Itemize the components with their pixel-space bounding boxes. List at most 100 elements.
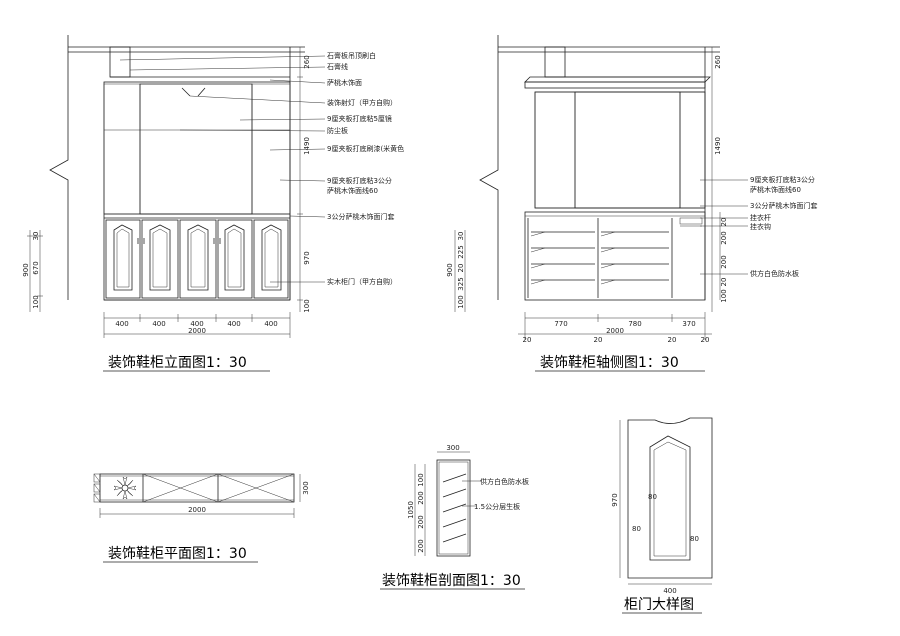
dim-label: 400	[152, 320, 165, 328]
side-dim-right: 260 1490 20 200 200 20 100	[711, 47, 728, 312]
note-door-frame: 3公分萨桃木饰面门套	[327, 212, 394, 221]
dim-label: 200	[417, 539, 425, 552]
dim-label: 780	[628, 320, 641, 328]
side-dim-bottom: 770 780 370 2000 20 20 20 20	[518, 312, 712, 344]
dim-label: 100	[303, 299, 311, 312]
front-dim-left: 30 670 900 100	[22, 230, 43, 312]
dim-label: 20	[523, 336, 532, 344]
note-dust-board: 防尘板	[327, 126, 348, 135]
dim-label: 900	[446, 263, 454, 276]
door-inner-dim: 80	[690, 535, 699, 543]
note-trim-line: 萨桃木饰面线60	[750, 185, 801, 194]
side-dim-left: 30 225 20 325 900 100	[446, 230, 466, 312]
plan-width-dim: 2000	[188, 506, 206, 514]
section-dim-left: 1050 100 200 200 200	[407, 464, 426, 556]
plan-view-title: 装饰鞋柜平面图1：30	[108, 546, 247, 562]
front-elevation: 260 1490 970 100 30 670 900 100 400	[22, 35, 404, 372]
door-detail-title: 柜门大样图	[624, 597, 694, 613]
front-lamp-left	[181, 87, 191, 97]
dim-label: 20	[457, 264, 465, 273]
dim-label: 260	[303, 55, 311, 68]
plan-outline	[99, 473, 295, 503]
note-plaster-line: 石膏线	[327, 62, 348, 71]
dim-label: 100	[32, 295, 40, 308]
dim-label: 20	[720, 218, 728, 227]
door-height-dim: 970	[611, 493, 619, 506]
note-door-frame: 3公分萨桃木饰面门套	[750, 201, 817, 210]
dim-label: 100	[457, 295, 465, 308]
door-leaf	[141, 219, 179, 299]
dim-label: 400	[115, 320, 128, 328]
door-leaf	[179, 219, 217, 299]
note-waterproof: 供方白色防水板	[750, 269, 799, 278]
note-spotlight: 装饰射灯（甲方自购）	[327, 98, 397, 107]
dim-label: 900	[22, 263, 30, 276]
dim-label: 30	[457, 232, 465, 241]
dim-label: 20	[720, 278, 728, 287]
dim-label: 100	[417, 473, 425, 486]
front-lamp-right	[197, 87, 206, 97]
front-wall-break-left	[49, 35, 69, 300]
front-wood-panel-right	[251, 83, 291, 215]
door-width-dim: 400	[663, 587, 676, 595]
front-leaders	[119, 55, 326, 283]
side-notes: 9厘夹板打底粘3公分 萨桃木饰面线60 3公分萨桃木饰面门套 挂衣杆 挂衣钩 供…	[750, 175, 817, 278]
dim-label: 670	[32, 261, 40, 274]
front-elevation-title: 装饰鞋柜立面图1：30	[108, 355, 247, 371]
front-mirror	[139, 83, 253, 215]
note-particle-board: 1.5公分层生板	[474, 502, 520, 511]
front-wood-panel-left	[103, 83, 141, 215]
front-ceiling	[68, 46, 305, 300]
dim-label: 970	[303, 251, 311, 264]
note-trim-line: 萨桃木饰面线60	[327, 186, 378, 195]
door-leaf	[105, 219, 141, 299]
side-lower-cabinet	[524, 211, 706, 301]
dim-label-total: 2000	[188, 327, 206, 335]
dim-label: 770	[554, 320, 567, 328]
plan-view: 300 2000 装饰鞋柜平面图1：30	[93, 473, 310, 563]
dim-label: 1490	[714, 137, 722, 155]
dim-label: 400	[190, 320, 203, 328]
front-notes: 石膏板吊顶刷白 石膏线 萨桃木饰面 装饰射灯（甲方自购） 9厘夹板打底粘5厘镜 …	[327, 51, 404, 286]
dim-label: 20	[701, 336, 710, 344]
dim-label: 225	[457, 245, 465, 258]
dim-label: 260	[714, 55, 722, 68]
note-wood-veneer: 萨桃木饰面	[327, 78, 362, 87]
side-mirror	[574, 91, 681, 209]
side-ceiling	[498, 46, 720, 300]
section-view-title: 装饰鞋柜剖面图1：30	[382, 573, 521, 589]
note-waterproof-board: 供方白色防水板	[480, 477, 529, 486]
side-wall-break-left	[479, 35, 499, 300]
dim-label: 370	[682, 320, 695, 328]
door-inner-panel	[649, 435, 691, 561]
side-wood-panel-left	[534, 91, 576, 209]
note-trim: 9厘夹板打底粘3公分	[750, 175, 815, 184]
door-inner-dim: 80	[648, 493, 657, 501]
note-hook: 挂衣钩	[750, 222, 771, 231]
dim-label: 1490	[303, 137, 311, 155]
door-leaf	[217, 219, 253, 299]
dim-label: 325	[457, 277, 465, 290]
side-wood-panel-right	[679, 91, 706, 209]
dim-label: 400	[227, 320, 240, 328]
front-doors	[105, 219, 289, 299]
dim-label: 200	[417, 491, 425, 504]
dim-label: 400	[264, 320, 277, 328]
note-solid-door: 实木柜门（甲方自购）	[327, 277, 397, 286]
dim-label: 20	[594, 336, 603, 344]
dim-label: 200	[417, 515, 425, 528]
door-detail: 80 80 80 970 400 柜门大样图	[611, 417, 713, 614]
note-ceiling: 石膏板吊顶刷白	[327, 51, 376, 60]
note-paint: 9厘夹板打底刷漆(米黄色	[327, 144, 404, 153]
front-dim-bottom: 400 400 400 400 400 2000	[103, 312, 291, 338]
dim-label-total: 2000	[606, 327, 624, 335]
note-hanger-rod: 挂衣杆	[750, 213, 771, 222]
dim-label: 200	[720, 231, 728, 244]
section-outline	[436, 459, 471, 557]
section-shelves	[442, 473, 467, 543]
note-trim: 9厘夹板打底粘3公分	[327, 176, 392, 185]
note-mirror: 9厘夹板打底粘5厘镜	[327, 114, 392, 123]
side-view: 260 1490 20 200 200 20 100 30 225 20 325…	[446, 35, 817, 372]
section-width-dim: 300	[446, 444, 459, 452]
